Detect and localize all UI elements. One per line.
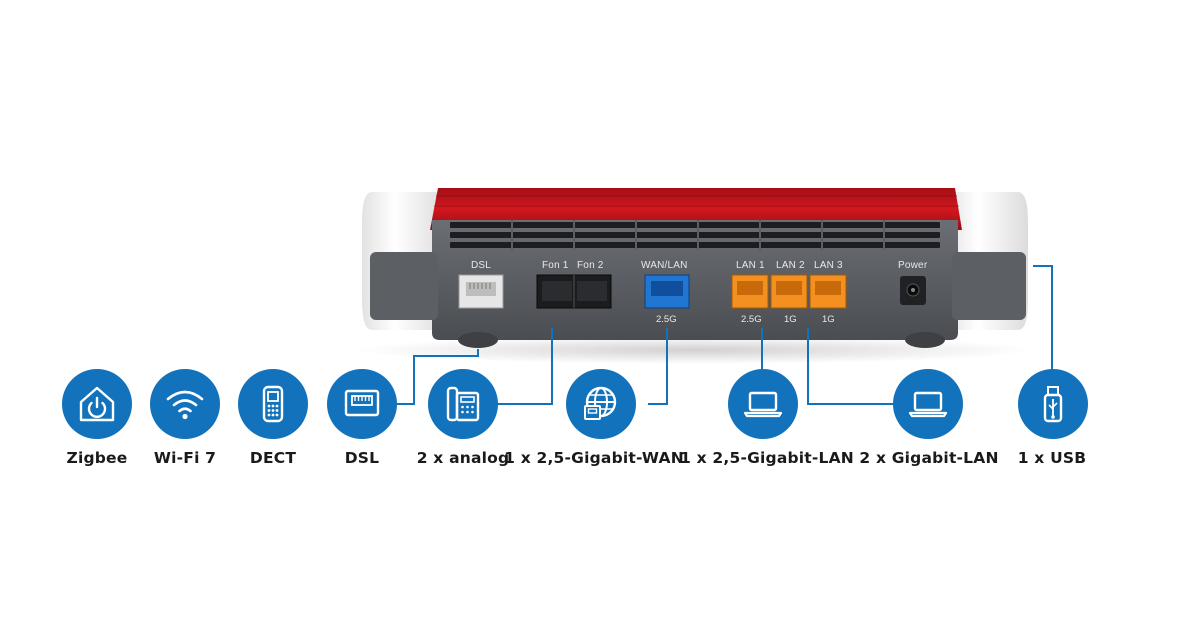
caption-lan-gigabit: 2 x Gigabit-LAN — [859, 449, 999, 467]
speed-label-wan: 2.5G — [656, 314, 677, 325]
right-side-cap — [952, 252, 1026, 320]
caption-wan: 1 x 2,5-Gigabit-WAN — [504, 449, 684, 467]
feature-zigbee — [62, 369, 132, 439]
port-label-lan2: LAN 2 — [776, 260, 805, 271]
caption-wifi: Wi-Fi 7 — [153, 449, 217, 467]
home-power-icon — [79, 386, 115, 422]
speed-label-lan3: 1G — [822, 314, 835, 325]
caption-analog: 2 x analog — [416, 449, 510, 467]
feature-usb — [1018, 369, 1088, 439]
left-side-cap — [370, 252, 438, 320]
speed-label-lan2: 1G — [784, 314, 797, 325]
feature-lan-2-5g — [728, 369, 798, 439]
feature-lan-gigabit — [893, 369, 963, 439]
wifi-icon — [166, 390, 204, 420]
analog-phone-icon — [446, 386, 480, 422]
vent-slots — [450, 222, 940, 248]
port-label-lan1: LAN 1 — [736, 260, 765, 271]
floor-shadow — [355, 336, 1035, 364]
feature-dect — [238, 369, 308, 439]
globe-wan-icon — [584, 386, 617, 420]
feature-wifi — [150, 369, 220, 439]
feature-wan — [566, 369, 636, 439]
port-label-fon1: Fon 1 — [542, 260, 569, 271]
caption-usb: 1 x USB — [1017, 449, 1087, 467]
caption-dect: DECT — [249, 449, 297, 467]
connector-lines — [396, 265, 1053, 405]
caption-dsl: DSL — [344, 449, 380, 467]
port-label-power: Power — [898, 260, 928, 271]
speed-label-lan1: 2.5G — [741, 314, 762, 325]
dsl-port-icon — [344, 389, 380, 417]
feature-dsl — [327, 369, 397, 439]
dect-phone-icon — [262, 385, 284, 423]
port-label-dsl: DSL — [471, 260, 492, 271]
laptop-icon — [743, 391, 783, 418]
port-label-lan3: LAN 3 — [814, 260, 843, 271]
feature-analog — [428, 369, 498, 439]
lan-ports — [731, 274, 847, 309]
right-foot — [905, 332, 945, 348]
port-label-wan-lan: WAN/LAN — [641, 260, 688, 271]
back-panel — [432, 220, 958, 340]
caption-lan-2-5g: 1 x 2,5-Gigabit-LAN — [680, 449, 854, 467]
left-foot — [458, 332, 498, 348]
vent-dividers — [511, 220, 885, 250]
port-label-fon2: Fon 2 — [577, 260, 604, 271]
caption-zigbee: Zigbee — [66, 449, 128, 467]
laptop-icon — [908, 391, 948, 418]
usb-icon — [1043, 386, 1063, 423]
red-top — [430, 188, 962, 230]
